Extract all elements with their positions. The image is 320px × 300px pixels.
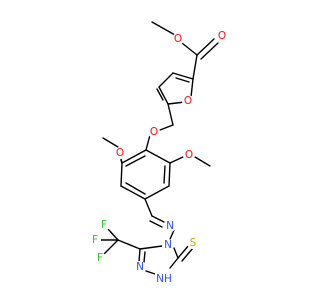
- bond-ring-3-4: [120, 185, 146, 200]
- bond-triazole-n4-c5: [139, 245, 163, 250]
- bond-furan-c3-c2-inner: [175, 77, 190, 83]
- atom-o-ester-single: O: [174, 33, 182, 45]
- bond-carbonyl-furan: [192, 54, 198, 80]
- bond-ring-o-methoxy-right: [169, 156, 184, 164]
- bond-triazole-nh-c3: [169, 257, 179, 269]
- bond-o-carbonyl: [181, 42, 198, 56]
- bond-ring-to-o-left: [120, 159, 123, 164]
- bond-triazole-c3-n4: [173, 247, 179, 259]
- bond-ring-1-2: [121, 149, 147, 164]
- bond-cf3-f1: [107, 228, 119, 241]
- bond-o-methoxy-right-ch3: [194, 156, 211, 167]
- bond-ring-3-4-inner: [125, 182, 146, 195]
- bond-ch-n-double-b: [149, 220, 163, 228]
- atom-o-ester-carbonyl: O: [218, 30, 226, 42]
- molecule-diagram: O O O O O O N N N NH S F: [89, 21, 228, 285]
- bond-ring-ch-imine: [144, 198, 153, 217]
- bond-ch2-o-ether: [159, 124, 174, 131]
- atom-n-triazole-4: N: [164, 239, 172, 251]
- bond-ring-5-6: [168, 162, 171, 187]
- atom-nh-triazole: NH: [156, 273, 172, 285]
- bond-o-ether-ring: [145, 134, 151, 151]
- bond-furan-c2-o: [190, 78, 194, 98]
- atom-n-imine: N: [166, 220, 174, 232]
- atom-o-ether: O: [150, 126, 158, 138]
- bonds: [99, 21, 219, 276]
- bond-ring-5-6-inner: [163, 165, 166, 184]
- bond-furan-c5-c4: [158, 86, 169, 105]
- bond-c-s-double-a: [177, 244, 190, 259]
- bond-furan-c4-c4-inner: [156, 88, 164, 101]
- bond-c-s-double-b: [181, 247, 194, 262]
- bond-furan-c3-c2: [172, 72, 194, 80]
- bond-furan-ch2: [167, 103, 174, 126]
- atom-o-methoxy-right: O: [185, 149, 193, 161]
- bond-methyl-o: [151, 21, 176, 36]
- bond-ring-2-3: [120, 162, 123, 187]
- atom-o-methoxy-left: O: [116, 147, 124, 159]
- structure-svg: O O O O O O N N N NH S F: [89, 21, 228, 285]
- bond-cf3-f3: [103, 239, 119, 255]
- bond-ring-1-2-inner: [125, 155, 146, 167]
- bond-carbonyl-o-double-a: [196, 38, 215, 56]
- atom-f-2: F: [92, 234, 98, 246]
- bond-triazole-c5-n3-inner: [143, 251, 146, 263]
- bond-ch-n-double-a: [151, 215, 165, 223]
- bond-o-methoxy-left-ch3: [102, 137, 119, 148]
- atom-f-1: F: [101, 219, 107, 231]
- bond-carbonyl-o-double-b: [200, 42, 219, 60]
- bond-ring-4-5: [144, 185, 170, 200]
- atom-f-3: F: [97, 252, 103, 264]
- atom-labels: O O O O O O N N N NH S F: [89, 30, 228, 285]
- atom-s-thione: S: [190, 237, 197, 249]
- atom-o-furan: O: [184, 95, 192, 107]
- bond-furan-c4-c3: [158, 72, 174, 88]
- bond-ring-6-1: [145, 149, 171, 164]
- bond-triazole-c5-n3: [138, 248, 141, 263]
- atom-n-triazole-3: N: [136, 261, 144, 273]
- bond-triazole-cf3: [117, 239, 141, 250]
